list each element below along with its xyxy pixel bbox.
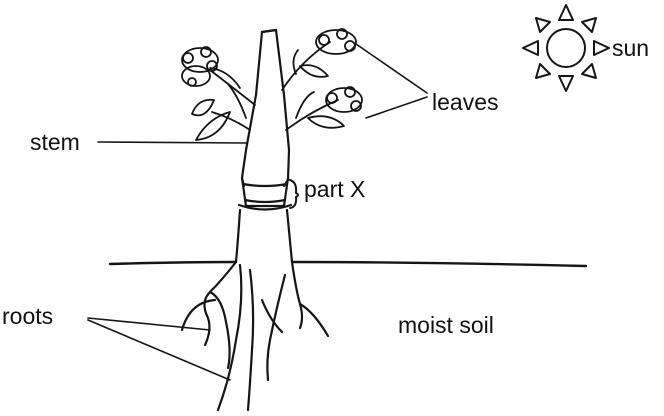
soil-surface-line — [110, 262, 586, 266]
part-x-label: part X — [304, 176, 365, 202]
moist-soil-label: moist soil — [398, 312, 494, 338]
sun-icon — [523, 5, 609, 91]
lower-stem — [236, 210, 292, 262]
leaves-cluster-left — [182, 47, 255, 140]
roots-label: roots — [2, 303, 53, 329]
sun-label: sun — [612, 35, 649, 61]
stem-label: stem — [30, 129, 80, 155]
roots — [182, 262, 328, 410]
leaves-leader-upper — [356, 44, 427, 93]
leaves-label: leaves — [432, 89, 498, 115]
leader-lines — [88, 44, 427, 380]
stem — [242, 30, 289, 186]
leaves-cluster-right — [282, 29, 362, 130]
stem-leader — [98, 142, 246, 143]
part-x-bracket — [290, 180, 298, 208]
part-x-band — [239, 178, 291, 210]
leaves-leader-lower — [366, 97, 427, 118]
